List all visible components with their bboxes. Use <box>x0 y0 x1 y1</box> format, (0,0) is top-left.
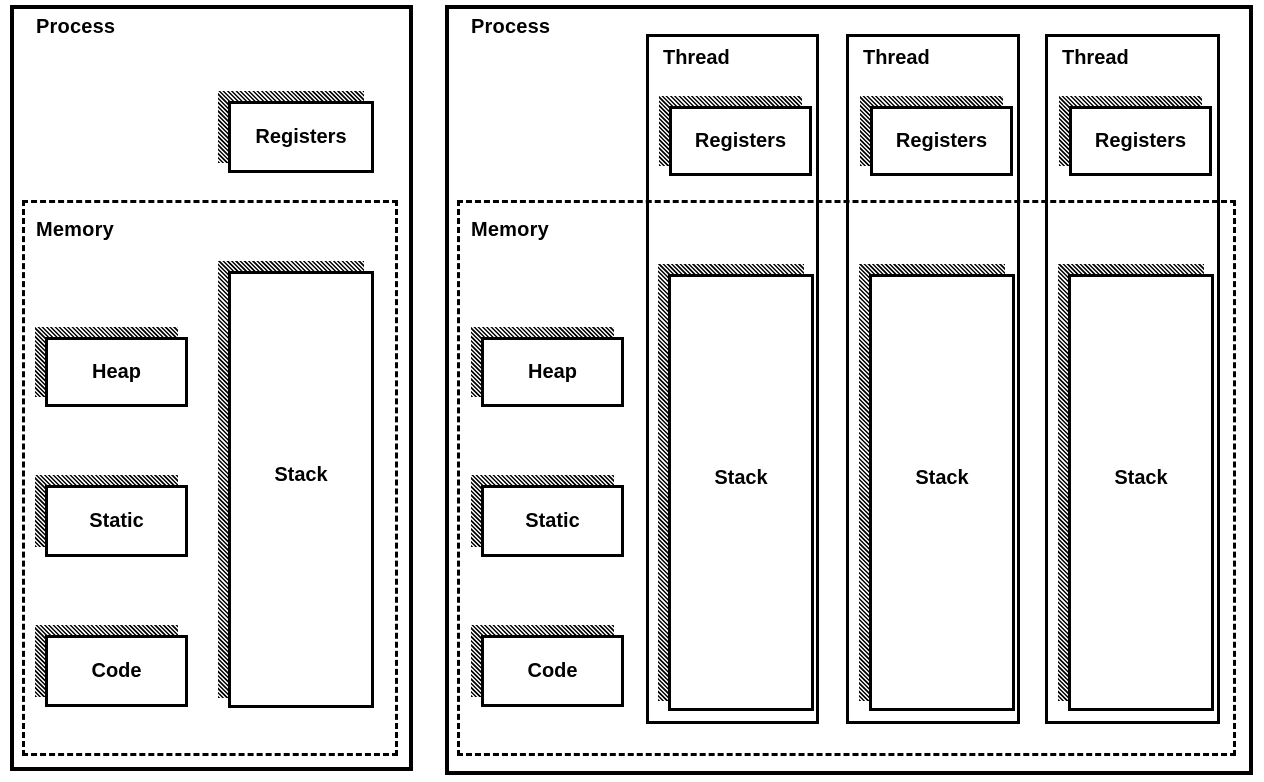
stack-box-thread-1: Stack <box>658 264 814 711</box>
stack-box-thread-2: Stack <box>859 264 1015 711</box>
heap-box-multi: Heap <box>471 327 624 407</box>
code-box-single: Code <box>35 625 188 707</box>
registers-box-thread-1: Registers <box>659 96 812 176</box>
static-label: Static <box>89 509 144 532</box>
code-label: Code <box>91 659 142 682</box>
stack-label: Stack <box>274 464 328 486</box>
thread-box-1: Thread Registers Stack <box>646 34 819 724</box>
stack-box-single: Stack <box>218 261 374 708</box>
registers-box-thread-3: Registers <box>1059 96 1212 176</box>
registers-label: Registers <box>694 129 787 152</box>
memory-boundary-single <box>22 200 398 756</box>
stack-label: Stack <box>915 467 969 489</box>
heap-label: Heap <box>92 360 141 383</box>
heap-label: Heap <box>528 360 577 383</box>
memory-label-multi: Memory <box>471 219 549 241</box>
code-box-multi: Code <box>471 625 624 707</box>
stack-label: Stack <box>714 467 768 489</box>
code-label: Code <box>527 659 578 682</box>
process-label-multi: Process <box>471 16 551 38</box>
thread-box-3: Thread Registers Stack <box>1045 34 1220 724</box>
thread-label: Thread <box>1062 47 1129 69</box>
heap-box-single: Heap <box>35 327 188 407</box>
stack-label: Stack <box>1114 467 1168 489</box>
process-label-single: Process <box>36 16 116 38</box>
registers-box-single: Registers <box>218 91 374 173</box>
registers-label: Registers <box>895 129 988 152</box>
thread-label: Thread <box>663 47 730 69</box>
static-box-single: Static <box>35 475 188 557</box>
thread-box-2: Thread Registers Stack <box>846 34 1020 724</box>
static-label: Static <box>525 509 580 532</box>
static-box-multi: Static <box>471 475 624 557</box>
registers-box-thread-2: Registers <box>860 96 1013 176</box>
registers-label: Registers <box>1094 129 1187 152</box>
registers-label: Registers <box>255 125 347 148</box>
thread-label: Thread <box>863 47 930 69</box>
stack-box-thread-3: Stack <box>1058 264 1214 711</box>
memory-label-single: Memory <box>36 219 114 241</box>
